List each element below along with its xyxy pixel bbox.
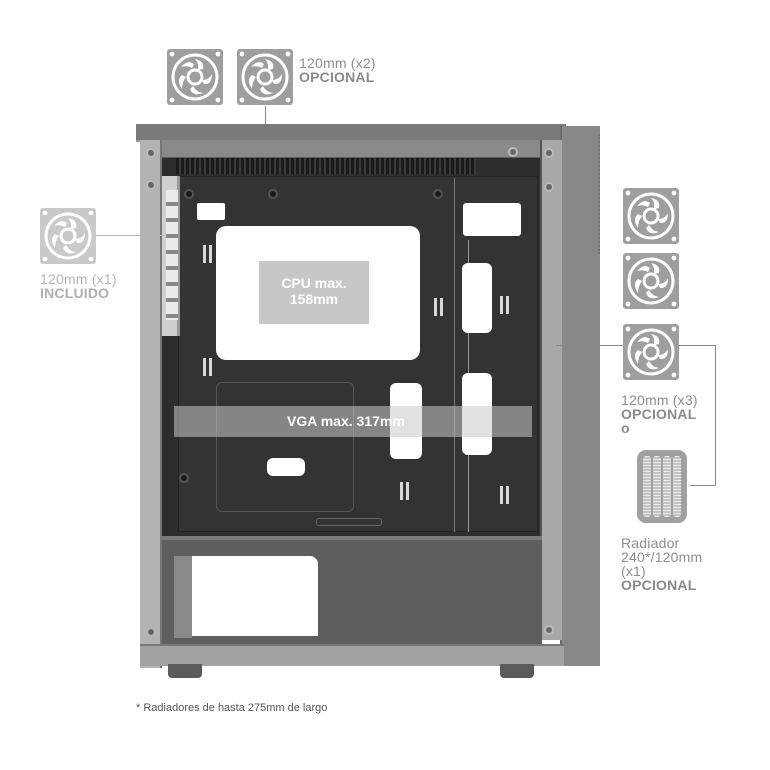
radiator-icon [637,450,687,523]
rail-grommet [544,625,554,635]
tie-slot [400,482,403,500]
radiator-line1: Radiador [621,535,680,551]
rear-fan-status: INCLUIDO [40,285,110,301]
front-fan-icon-2 [623,253,679,309]
tie-slot [203,358,206,376]
radiator-label: Radiador 240*/120mm (x1) OPCIONAL [621,536,702,592]
tie-slot [500,486,503,504]
top-left-cutout [197,203,225,220]
front-fans-label: 120mm (x3) OPCIONAL o [621,393,698,435]
tie-slot [500,296,503,314]
radiator-line3: (x1) [621,563,646,579]
tie-slot [434,298,437,316]
standoff-screw [433,189,443,199]
front-fans-or: o [621,420,630,436]
rear-fan-size: 120mm (x1) [40,271,117,287]
top-fan-icon-2 [237,49,293,105]
tie-slot [440,298,443,316]
rail-grommet [146,148,156,158]
top-fans-label: 120mm (x2) OPCIONAL [299,56,376,84]
radiator-status: OPCIONAL [621,577,697,593]
rear-fan-label: 120mm (x1) INCLUIDO [40,272,117,300]
case-rear-rail [140,140,162,668]
footnote: * Radiadores de hasta 275mm de largo [136,702,328,714]
rail-grommet [146,627,156,637]
front-vent [597,134,600,254]
tie-slot [209,358,212,376]
top-fans-size: 120mm (x2) [299,55,376,71]
case-top-rail [148,140,558,158]
tie-slot [406,482,409,500]
cable-cutout-upper [462,263,492,333]
top-right-cutout [463,203,521,236]
rail-grommet [146,180,156,190]
tie-slot [506,296,509,314]
front-fan-icon-1 [623,188,679,244]
cable-slot [267,458,305,476]
rear-fan-blades [166,190,178,320]
vga-clearance-label: VGA max. 317mm [287,413,405,429]
case-foot-right [500,664,534,678]
rail-grommet [544,182,554,192]
tie-slot [506,486,509,504]
backplate-outline [216,382,354,512]
bottom-slot [316,518,382,526]
front-fans-status: OPCIONAL [621,406,697,422]
standoff-screw [179,473,189,483]
psu-bracket [174,556,192,638]
tie-slot [203,245,206,263]
top-fan-icon-1 [167,49,223,105]
standoff-screw [184,189,194,199]
rail-grommet [508,147,518,157]
vga-clearance-bar: VGA max. 317mm [174,406,532,437]
front-leader-horizontal [556,345,623,346]
front-bracket-bottom [690,485,716,486]
psu-opening [192,556,318,636]
front-bracket-vertical [715,345,716,485]
top-fans-status: OPCIONAL [299,69,375,85]
tray-divider-1 [454,178,455,532]
top-mesh [176,158,476,174]
cpu-clearance-line2: 158mm [289,291,339,307]
front-bracket-top [679,345,715,346]
case-front-rail [540,140,562,640]
case-front-panel [560,126,600,666]
rear-fan-icon [40,208,96,264]
case-foot-left [168,664,202,678]
radiator-line2: 240*/120mm [621,549,703,565]
front-fans-size: 120mm (x3) [621,392,698,408]
cpu-clearance-line1: CPU max. [281,275,347,291]
top-fans-leader-line [265,106,266,140]
rail-grommet [544,148,554,158]
case-bottom-panel [140,644,564,666]
standoff-screw [268,189,278,199]
rear-fan-leader-line [96,235,164,236]
tie-slot [209,245,212,263]
front-fan-icon-3 [623,324,679,380]
cpu-clearance-badge: CPU max. 158mm [259,261,369,324]
